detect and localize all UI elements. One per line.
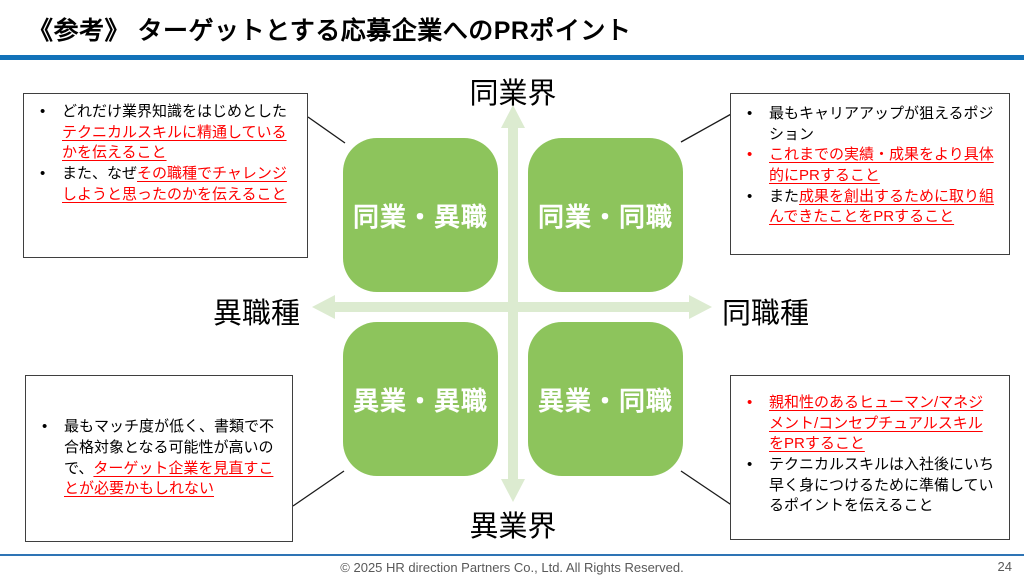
bullet-item: • どれだけ業界知識をはじめとしたテクニカルスキルに精通しているかを伝えること (36, 102, 289, 164)
bullet-item: • 最もマッチ度が低く、書類で不合格対象となる可能性が高いので、ターゲット企業を見… (38, 417, 282, 500)
bullet-marker: • (42, 418, 48, 436)
axis-label-job-different: 異職種 (212, 298, 300, 330)
page-title: 《参考》 ターゲットとする応募企業へのPRポイント (28, 17, 632, 45)
axis-label-industry-different: 異業界 (469, 511, 557, 543)
quadrant-different-industry-different-job: 異業・異職 (343, 322, 498, 476)
bullet-text: 親和性のあるヒューマン/マネジメント/コンセプチュアルスキルをPRすること (769, 394, 984, 453)
axis-label-industry-same: 同業界 (469, 78, 557, 110)
bullet-item: • また成果を創出するために取り組んできたことをPRすること (743, 187, 995, 228)
bullet-item: • 最もキャリアアップが狙えるポジション (743, 104, 995, 145)
footer-divider (0, 554, 1024, 556)
bullet-marker: • (747, 456, 753, 474)
bullet-text: また、なぜその職種でチャレンジしようと思ったのかを伝えること (62, 165, 287, 203)
page-number: 24 (997, 559, 1012, 574)
bullet-marker: • (40, 103, 46, 120)
bullet-item: • また、なぜその職種でチャレンジしようと思ったのかを伝えること (36, 164, 289, 205)
connector-top-left (307, 116, 346, 144)
axis-label-job-same: 同職種 (722, 298, 810, 330)
bullet-text: どれだけ業界知識をはじめとしたテクニカルスキルに精通しているかを伝えること (62, 103, 288, 162)
bullet-marker: • (747, 105, 753, 122)
bullet-text: これまでの実績・成果をより具体的にPRすること (769, 146, 994, 185)
bullet-text: 最もキャリアアップが狙えるポジション (769, 105, 994, 143)
bullet-text: 最もマッチ度が低く、書類で不合格対象となる可能性が高いので、ターゲット企業を見直… (64, 418, 275, 498)
connector-top-right (680, 112, 734, 143)
bullet-marker: • (747, 187, 753, 205)
bullet-text: また成果を創出するために取り組んできたことをPRすること (769, 187, 995, 226)
note-box-top-left: • どれだけ業界知識をはじめとしたテクニカルスキルに精通しているかを伝えること • ま… (23, 93, 308, 258)
note-box-bottom-left: • 最もマッチ度が低く、書類で不合格対象となる可能性が高いので、ターゲット企業を見… (25, 375, 293, 542)
copyright-text: © 2025 HR direction Partners Co., Ltd. A… (340, 560, 684, 575)
bullet-marker: • (747, 394, 753, 411)
bullet-item: • 親和性のあるヒューマン/マネジメント/コンセプチュアルスキルをPRすること (743, 393, 997, 455)
connector-bottom-right (680, 470, 734, 507)
bullet-item: • テクニカルスキルは入社後にいち早く身につけるために準備しているポイントを伝える… (743, 455, 997, 517)
quadrant-different-industry-same-job: 異業・同職 (528, 322, 683, 476)
bullet-marker: • (747, 146, 753, 164)
horizontal-axis-arrow (312, 295, 712, 319)
quadrant-same-industry-same-job: 同業・同職 (528, 138, 683, 292)
bullet-text: テクニカルスキルは入社後にいち早く身につけるために準備しているポイントを伝えるこ… (769, 456, 995, 515)
title-divider (0, 55, 1024, 60)
bullet-marker: • (40, 165, 46, 183)
connector-bottom-left (292, 470, 345, 507)
note-box-bottom-right: • 親和性のあるヒューマン/マネジメント/コンセプチュアルスキルをPRすること • テ… (730, 375, 1010, 540)
note-box-top-right: • 最もキャリアアップが狙えるポジション • これまでの実績・成果をより具体的にPRす… (730, 93, 1010, 255)
quadrant-same-industry-different-job: 同業・異職 (343, 138, 498, 292)
bullet-item: • これまでの実績・成果をより具体的にPRすること (743, 145, 995, 186)
